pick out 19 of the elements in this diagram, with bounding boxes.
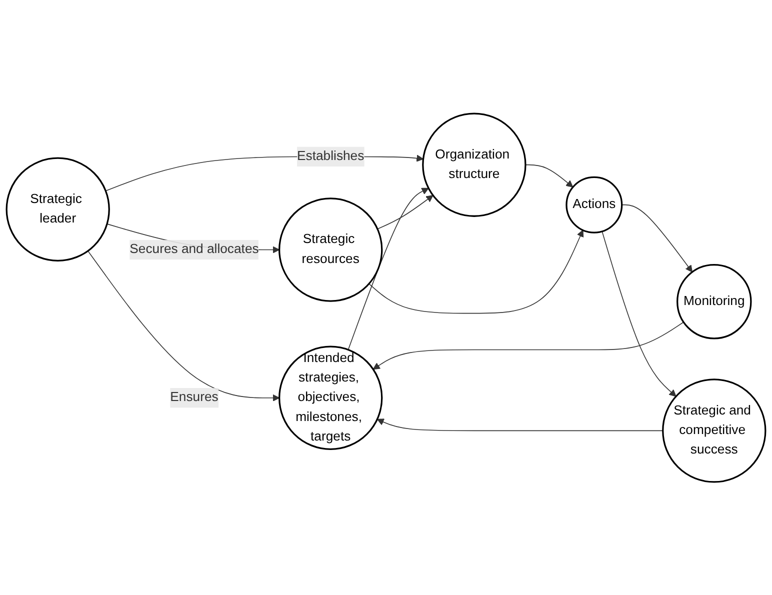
node-circle: Organization structure <box>422 112 526 217</box>
node-circle: Strategic and competitive success <box>662 378 766 483</box>
node-circle: Strategic resources <box>278 197 383 302</box>
arrow <box>368 230 584 314</box>
arrow <box>88 250 280 402</box>
arrow <box>372 321 684 370</box>
arrow <box>348 188 429 350</box>
node-circle: Strategic leader <box>6 157 110 262</box>
node-circle: Intended strategies, objectives, milestones, targets <box>278 346 383 450</box>
arrow <box>621 204 693 272</box>
arrow <box>525 164 574 188</box>
node-circle: Actions <box>566 176 623 234</box>
node-circle: Monitoring <box>676 264 752 339</box>
edge-label: Ensures <box>170 390 218 404</box>
arrow <box>377 194 434 230</box>
arrow <box>602 230 676 396</box>
arrow <box>376 418 664 431</box>
edge-label: Establishes <box>297 148 364 163</box>
edge-label: Secures and allocates <box>130 242 259 256</box>
